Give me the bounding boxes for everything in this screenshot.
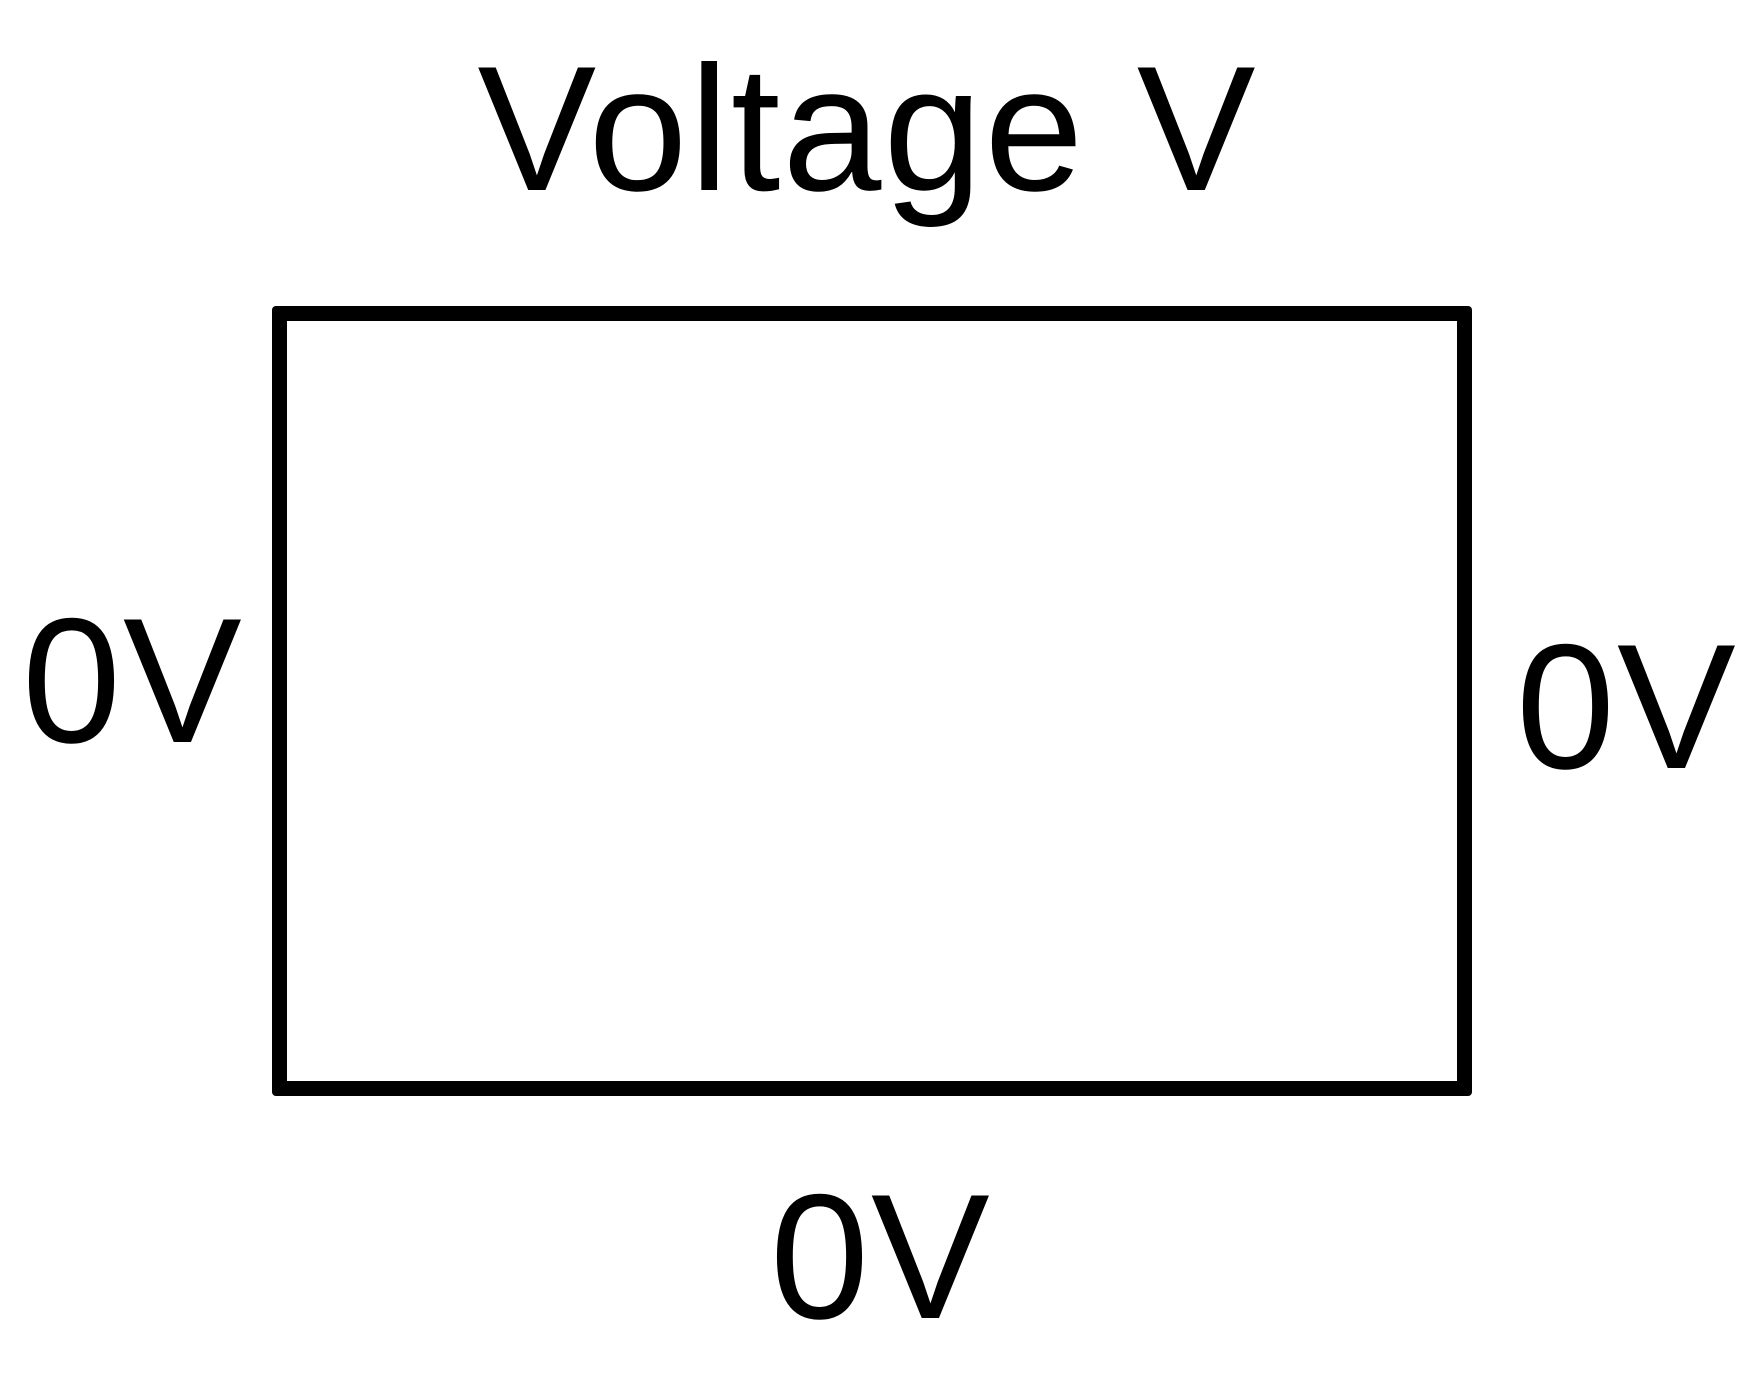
right-boundary-label: 0V bbox=[1516, 607, 1738, 806]
left-boundary-label: 0V bbox=[22, 581, 244, 780]
rectangular-boundary bbox=[272, 306, 1472, 1096]
top-boundary-label: Voltage V bbox=[477, 29, 1258, 228]
bottom-boundary-label: 0V bbox=[770, 1157, 992, 1356]
